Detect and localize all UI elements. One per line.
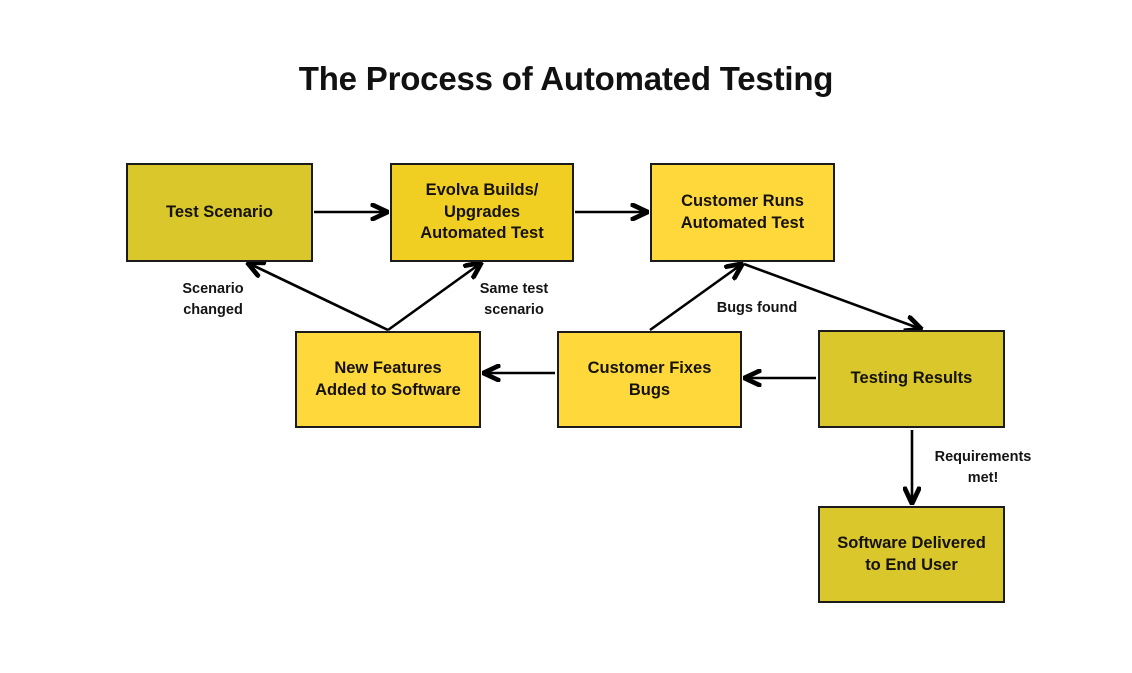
node-customer-runs-automated-test[interactable]: Customer Runs Automated Test bbox=[650, 163, 835, 262]
node-testing-results-label: Testing Results bbox=[850, 369, 973, 388]
edge-label-scenario-changed: Scenario changed bbox=[182, 281, 244, 318]
node-test-scenario[interactable]: Test Scenario bbox=[126, 163, 313, 262]
edge-label-same-test-scenario: Same test scenario bbox=[479, 281, 549, 318]
node-new-features[interactable]: New Features Added to Software bbox=[295, 331, 481, 428]
edge-label-bugs-found: Bugs found bbox=[716, 300, 798, 316]
node-evolva-builds-label: Evolva Builds/ Upgrades Automated Test bbox=[420, 180, 544, 243]
arrow-customer-runs-to-testing-results bbox=[743, 262, 921, 329]
node-software-delivered-label: Software Delivered to End User bbox=[837, 533, 986, 574]
arrow-new-features-to-test-scenario bbox=[248, 263, 389, 332]
edge-label-requirements-met: Requirements met! bbox=[934, 449, 1032, 486]
node-evolva-builds[interactable]: Evolva Builds/ Upgrades Automated Test bbox=[390, 163, 574, 262]
node-testing-results[interactable]: Testing Results bbox=[818, 330, 1005, 428]
node-customer-fixes-bugs[interactable]: Customer Fixes Bugs bbox=[557, 331, 742, 428]
arrow-customer-fixes-to-customer-runs bbox=[649, 264, 742, 332]
node-test-scenario-label: Test Scenario bbox=[166, 202, 273, 221]
node-customer-runs-label: Customer Runs Automated Test bbox=[680, 191, 805, 232]
node-customer-fixes-label: Customer Fixes Bugs bbox=[587, 358, 712, 399]
page-title: The Process of Automated Testing bbox=[298, 60, 834, 97]
node-software-delivered[interactable]: Software Delivered to End User bbox=[818, 506, 1005, 603]
node-new-features-label: New Features Added to Software bbox=[315, 358, 461, 399]
